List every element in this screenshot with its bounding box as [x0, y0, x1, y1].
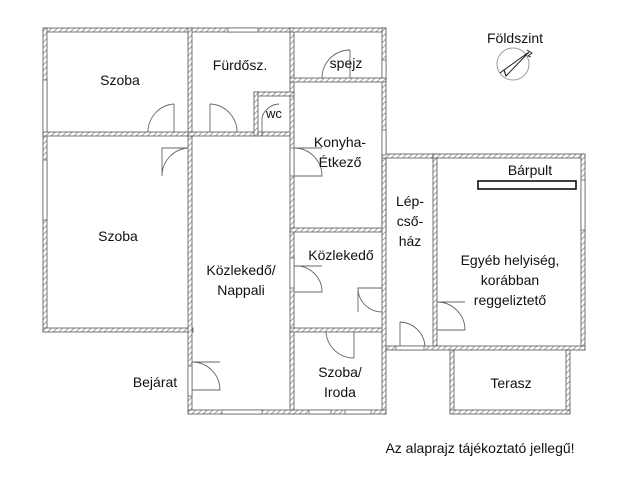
room-name-line3: ház [398, 233, 422, 249]
room-name: wc [266, 106, 282, 121]
room-label-terasz: Terasz [456, 373, 566, 393]
room-label-kozlekedo: Közlekedő [298, 245, 384, 265]
entrance-label: Bejárat [132, 374, 178, 390]
room-name-line1: Szoba/ [318, 364, 362, 380]
room-name-line2: korábban [480, 272, 540, 288]
room-label-lepcsohaz: Lép- cső- ház [386, 191, 434, 251]
room-name: Közlekedő [308, 247, 374, 263]
room-name: Fürdősz. [212, 57, 268, 73]
disclaimer-text: Az alaprajz tájékoztató jellegű! [385, 440, 575, 456]
room-name-line2: Iroda [324, 384, 356, 400]
level-title: Földszint [486, 30, 544, 46]
room-name: Szoba [100, 72, 140, 88]
room-label-szoba-1: Szoba [80, 70, 160, 90]
room-name-line1: Konyha- [313, 134, 367, 150]
room-label-szoba-iroda: Szoba/ Iroda [298, 362, 382, 402]
room-label-spejz: spejz [316, 53, 376, 73]
room-name: spejz [329, 55, 363, 71]
doors [147, 49, 466, 391]
room-label-egyeb: Egyéb helyiség, korábban reggeliztető [440, 250, 580, 310]
room-label-konyha: Konyha- Étkező [300, 132, 380, 172]
room-label-kozlekedo-nappali: Közlekedő/ Nappali [196, 260, 286, 300]
room-name-line2: Étkező [318, 154, 362, 170]
openings [42, 27, 586, 415]
room-name: Terasz [490, 375, 532, 391]
room-label-wc: wc [258, 104, 290, 124]
room-name-line1: Egyéb helyiség, [460, 252, 560, 268]
bar-counter-label: Bárpult [507, 162, 553, 178]
bar-counter [477, 180, 577, 190]
room-name-line3: reggeliztető [473, 292, 547, 308]
room-name-line2: cső- [396, 213, 424, 229]
room-name-line1: Közlekedő/ [206, 262, 276, 278]
room-name-line2: Nappali [217, 282, 265, 298]
room-name: Szoba [98, 228, 138, 244]
north-compass-icon [496, 47, 533, 81]
room-name-line1: Lép- [395, 193, 425, 209]
room-label-furdoszoba: Fürdősz. [200, 55, 280, 75]
room-label-szoba-2: Szoba [78, 226, 158, 246]
